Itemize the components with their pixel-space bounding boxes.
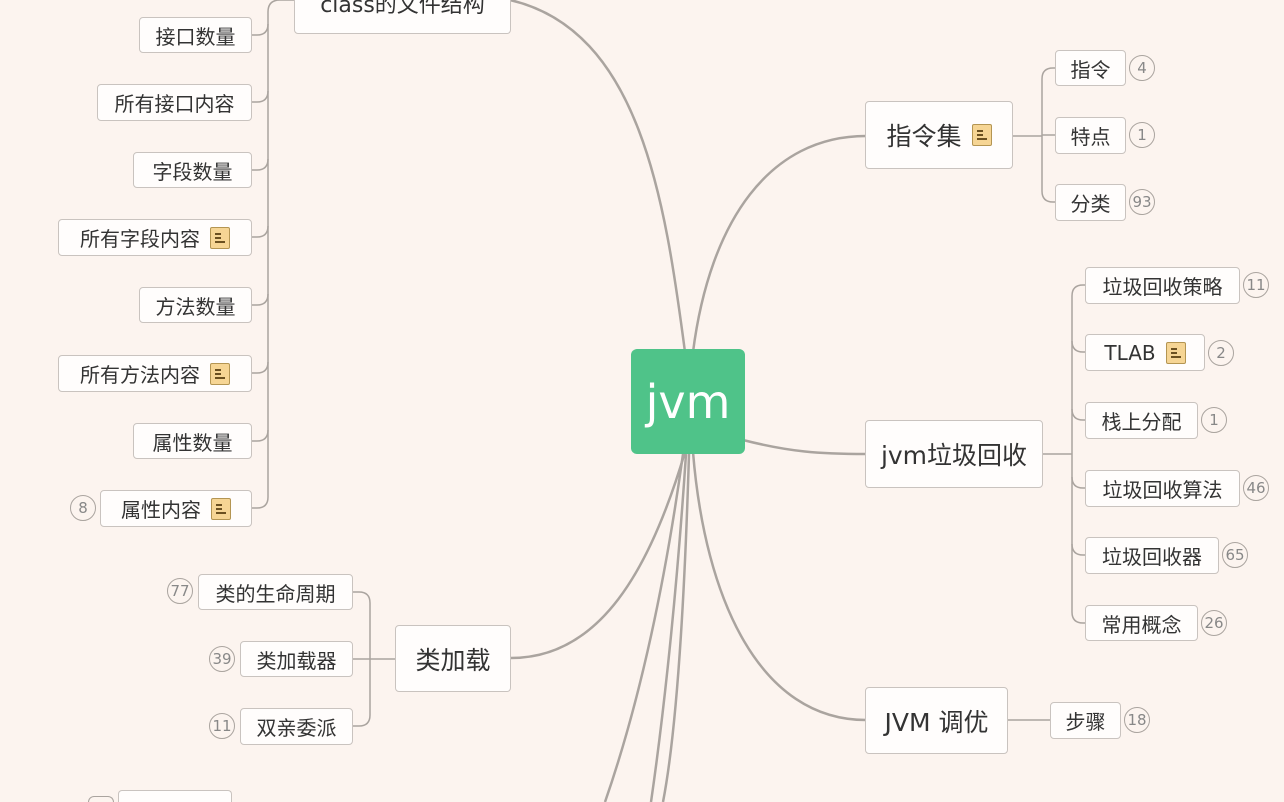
branch-label: class的文件结构: [320, 0, 485, 18]
branch-tuning[interactable]: JVM 调优: [865, 687, 1008, 754]
topic-label: 垃圾回收算法: [1102, 478, 1223, 502]
child-count-badge[interactable]: 39: [209, 646, 235, 672]
topic-all-methods[interactable]: 所有方法内容: [58, 355, 252, 392]
topic-label: 所有字段内容: [80, 227, 200, 251]
topic-label: 方法数量: [155, 294, 236, 319]
note-icon[interactable]: [1165, 341, 1186, 364]
child-count-badge[interactable]: 11: [1243, 272, 1269, 298]
topic-label: 分类: [1070, 192, 1111, 216]
note-icon[interactable]: [971, 124, 992, 146]
topic-interface-count[interactable]: 接口数量: [139, 17, 252, 53]
topic-label: 所有方法内容: [80, 363, 200, 387]
topic-label: 双亲委派: [256, 716, 337, 740]
topic-features[interactable]: 特点: [1055, 117, 1126, 154]
topic-attribute-content[interactable]: 属性内容: [100, 490, 252, 527]
child-count-badge[interactable]: 8: [70, 495, 96, 521]
topic-label: 字段数量: [152, 159, 233, 184]
topic-label: 属性数量: [152, 430, 233, 455]
child-count-badge[interactable]: 2: [1208, 340, 1234, 366]
child-count-badge-partial: [88, 796, 114, 802]
topic-gc-strategy[interactable]: 垃圾回收策略: [1085, 267, 1240, 304]
topic-instruction[interactable]: 指令: [1055, 50, 1126, 86]
child-count-badge[interactable]: 93: [1129, 189, 1155, 215]
child-count-badge[interactable]: 26: [1201, 610, 1227, 636]
topic-all-fields[interactable]: 所有字段内容: [58, 219, 252, 256]
topic-label: 常用概念: [1101, 612, 1182, 637]
branch-label: 指令集: [886, 122, 962, 151]
topic-label: 垃圾回收策略: [1102, 275, 1223, 299]
topic-gc-algorithm[interactable]: 垃圾回收算法: [1085, 470, 1240, 507]
topic-all-interfaces[interactable]: 所有接口内容: [97, 84, 252, 121]
topic-stack-allocation[interactable]: 栈上分配: [1085, 402, 1198, 439]
branch-label: jvm垃圾回收: [880, 441, 1028, 470]
topic-steps[interactable]: 步骤: [1050, 702, 1121, 739]
topic-label: 类加载器: [256, 648, 337, 673]
child-count-badge[interactable]: 1: [1129, 122, 1155, 148]
topic-common-concepts[interactable]: 常用概念: [1085, 605, 1198, 641]
note-icon[interactable]: [210, 226, 230, 249]
topic-label: 接口数量: [155, 24, 236, 49]
topic-label: 所有接口内容: [114, 92, 235, 116]
topic-class-loader[interactable]: 类加载器: [240, 641, 353, 677]
topic-attribute-count[interactable]: 属性数量: [133, 423, 252, 459]
child-count-badge[interactable]: 77: [167, 578, 193, 604]
child-count-badge[interactable]: 46: [1243, 475, 1269, 501]
topic-field-count[interactable]: 字段数量: [133, 152, 252, 188]
child-count-badge[interactable]: 65: [1222, 542, 1248, 568]
topic-parent-delegation[interactable]: 双亲委派: [240, 708, 353, 745]
note-icon[interactable]: [211, 497, 231, 520]
topic-partial-offscreen[interactable]: [118, 790, 232, 802]
root-label: jvm: [645, 374, 731, 429]
child-count-badge[interactable]: 18: [1124, 707, 1150, 733]
topic-label: 指令: [1070, 57, 1111, 82]
child-count-badge[interactable]: 11: [209, 713, 235, 739]
child-count-badge[interactable]: 1: [1201, 407, 1227, 433]
topic-method-count[interactable]: 方法数量: [139, 287, 252, 323]
topic-class-lifecycle[interactable]: 类的生命周期: [198, 574, 353, 610]
topic-gc-collector[interactable]: 垃圾回收器: [1085, 537, 1219, 574]
topic-label: 类的生命周期: [215, 581, 336, 606]
root-node-jvm[interactable]: jvm: [631, 349, 745, 454]
topic-label: 属性内容: [121, 498, 201, 522]
branch-instruction-set[interactable]: 指令集: [865, 101, 1013, 169]
branch-class-loading[interactable]: 类加载: [395, 625, 511, 692]
child-count-badge[interactable]: 4: [1129, 55, 1155, 81]
topic-tlab[interactable]: TLAB: [1085, 334, 1205, 371]
topic-label: 步骤: [1065, 710, 1106, 734]
topic-label: TLAB: [1104, 340, 1156, 365]
topic-categories[interactable]: 分类: [1055, 184, 1126, 221]
topic-label: 特点: [1070, 125, 1111, 149]
branch-label: JVM 调优: [884, 707, 989, 737]
topic-label: 垃圾回收器: [1102, 545, 1202, 569]
branch-class-structure[interactable]: class的文件结构: [294, 0, 511, 34]
branch-label: 类加载: [415, 645, 491, 675]
note-icon[interactable]: [210, 362, 230, 385]
topic-label: 栈上分配: [1101, 410, 1182, 434]
branch-gc[interactable]: jvm垃圾回收: [865, 420, 1043, 488]
